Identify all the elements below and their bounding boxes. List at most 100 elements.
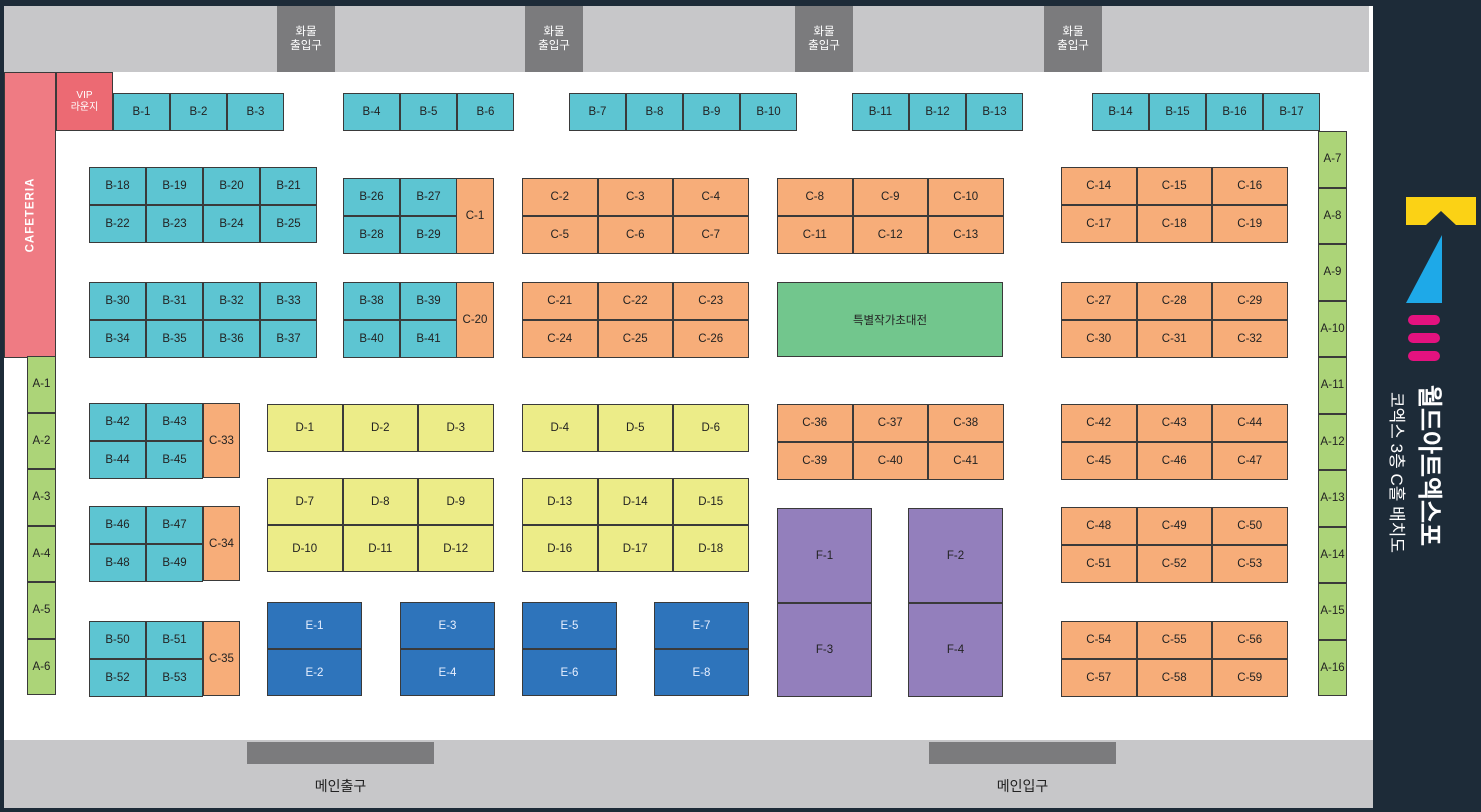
booth-c-39[interactable]: C-39 xyxy=(777,442,853,480)
booth-b-27[interactable]: B-27 xyxy=(400,178,457,216)
special-exhibition[interactable]: 특별작가초대전 xyxy=(777,282,1003,357)
booth-a-3[interactable]: A-3 xyxy=(27,469,56,526)
booth-c-7[interactable]: C-7 xyxy=(673,216,749,254)
booth-e-1[interactable]: E-1 xyxy=(267,602,362,649)
booth-c-25[interactable]: C-25 xyxy=(597,320,673,358)
booth-f-4[interactable]: F-4 xyxy=(908,603,1003,697)
booth-b-44[interactable]: B-44 xyxy=(89,441,146,479)
booth-b-10[interactable]: B-10 xyxy=(740,93,797,131)
booth-c-51[interactable]: C-51 xyxy=(1061,545,1137,583)
booth-d-17[interactable]: D-17 xyxy=(597,525,673,572)
booth-c-43[interactable]: C-43 xyxy=(1136,404,1212,442)
booth-a-2[interactable]: A-2 xyxy=(27,412,56,469)
booth-c-37[interactable]: C-37 xyxy=(852,404,928,442)
booth-b-34[interactable]: B-34 xyxy=(89,320,146,358)
booth-c-55[interactable]: C-55 xyxy=(1136,621,1212,659)
booth-d-11[interactable]: D-11 xyxy=(342,525,418,572)
booth-b-25[interactable]: B-25 xyxy=(260,205,317,243)
booth-c-48[interactable]: C-48 xyxy=(1061,507,1137,545)
booth-c-8[interactable]: C-8 xyxy=(777,178,853,216)
cafeteria[interactable]: CAFETERIA xyxy=(4,72,56,358)
booth-b-14[interactable]: B-14 xyxy=(1092,93,1149,131)
booth-b-12[interactable]: B-12 xyxy=(909,93,966,131)
booth-c-5[interactable]: C-5 xyxy=(522,216,598,254)
booth-c-2[interactable]: C-2 xyxy=(522,178,598,216)
booth-d-4[interactable]: D-4 xyxy=(522,404,598,452)
booth-c-59[interactable]: C-59 xyxy=(1212,659,1288,697)
booth-a-9[interactable]: A-9 xyxy=(1318,244,1347,301)
booth-f-3[interactable]: F-3 xyxy=(777,603,872,697)
booth-c-52[interactable]: C-52 xyxy=(1136,545,1212,583)
booth-b-8[interactable]: B-8 xyxy=(626,93,683,131)
booth-d-2[interactable]: D-2 xyxy=(342,404,418,452)
booth-c-13[interactable]: C-13 xyxy=(928,216,1004,254)
booth-d-18[interactable]: D-18 xyxy=(673,525,749,572)
booth-e-6[interactable]: E-6 xyxy=(522,649,617,696)
booth-c-20[interactable]: C-20 xyxy=(456,282,494,358)
booth-b-23[interactable]: B-23 xyxy=(146,205,203,243)
booth-b-4[interactable]: B-4 xyxy=(343,93,400,131)
booth-c-30[interactable]: C-30 xyxy=(1061,320,1137,358)
booth-c-4[interactable]: C-4 xyxy=(673,178,749,216)
booth-c-50[interactable]: C-50 xyxy=(1212,507,1288,545)
booth-b-46[interactable]: B-46 xyxy=(89,506,146,544)
booth-c-11[interactable]: C-11 xyxy=(777,216,853,254)
booth-b-42[interactable]: B-42 xyxy=(89,403,146,441)
booth-c-21[interactable]: C-21 xyxy=(522,282,598,320)
booth-c-15[interactable]: C-15 xyxy=(1136,167,1212,205)
booth-a-5[interactable]: A-5 xyxy=(27,582,56,639)
booth-c-28[interactable]: C-28 xyxy=(1136,282,1212,320)
booth-b-9[interactable]: B-9 xyxy=(683,93,740,131)
booth-d-13[interactable]: D-13 xyxy=(522,478,598,525)
booth-c-33[interactable]: C-33 xyxy=(203,403,240,478)
booth-b-13[interactable]: B-13 xyxy=(966,93,1023,131)
booth-b-22[interactable]: B-22 xyxy=(89,205,146,243)
booth-b-36[interactable]: B-36 xyxy=(203,320,260,358)
booth-b-43[interactable]: B-43 xyxy=(146,403,203,441)
booth-b-53[interactable]: B-53 xyxy=(146,659,203,697)
booth-e-4[interactable]: E-4 xyxy=(400,649,495,696)
booth-c-9[interactable]: C-9 xyxy=(852,178,928,216)
booth-a-10[interactable]: A-10 xyxy=(1318,300,1347,357)
booth-c-31[interactable]: C-31 xyxy=(1136,320,1212,358)
booth-b-37[interactable]: B-37 xyxy=(260,320,317,358)
booth-c-29[interactable]: C-29 xyxy=(1212,282,1288,320)
booth-c-38[interactable]: C-38 xyxy=(928,404,1004,442)
booth-a-12[interactable]: A-12 xyxy=(1318,413,1347,470)
booth-c-12[interactable]: C-12 xyxy=(852,216,928,254)
booth-b-2[interactable]: B-2 xyxy=(170,93,227,131)
booth-b-38[interactable]: B-38 xyxy=(343,282,400,320)
booth-a-16[interactable]: A-16 xyxy=(1318,639,1347,696)
booth-c-14[interactable]: C-14 xyxy=(1061,167,1137,205)
booth-e-8[interactable]: E-8 xyxy=(654,649,749,696)
booth-d-5[interactable]: D-5 xyxy=(597,404,673,452)
booth-d-15[interactable]: D-15 xyxy=(673,478,749,525)
booth-d-7[interactable]: D-7 xyxy=(267,478,343,525)
booth-c-58[interactable]: C-58 xyxy=(1136,659,1212,697)
booth-c-10[interactable]: C-10 xyxy=(928,178,1004,216)
booth-c-46[interactable]: C-46 xyxy=(1136,442,1212,480)
booth-b-31[interactable]: B-31 xyxy=(146,282,203,320)
booth-b-24[interactable]: B-24 xyxy=(203,205,260,243)
booth-b-16[interactable]: B-16 xyxy=(1206,93,1263,131)
booth-c-34[interactable]: C-34 xyxy=(203,506,240,581)
booth-d-14[interactable]: D-14 xyxy=(597,478,673,525)
booth-e-2[interactable]: E-2 xyxy=(267,649,362,696)
booth-c-54[interactable]: C-54 xyxy=(1061,621,1137,659)
booth-c-27[interactable]: C-27 xyxy=(1061,282,1137,320)
booth-b-28[interactable]: B-28 xyxy=(343,216,400,254)
booth-a-13[interactable]: A-13 xyxy=(1318,470,1347,527)
booth-c-35[interactable]: C-35 xyxy=(203,621,240,696)
booth-a-7[interactable]: A-7 xyxy=(1318,131,1347,188)
booth-c-40[interactable]: C-40 xyxy=(852,442,928,480)
booth-b-18[interactable]: B-18 xyxy=(89,167,146,205)
booth-b-21[interactable]: B-21 xyxy=(260,167,317,205)
booth-c-53[interactable]: C-53 xyxy=(1212,545,1288,583)
booth-b-47[interactable]: B-47 xyxy=(146,506,203,544)
booth-c-1[interactable]: C-1 xyxy=(456,178,494,254)
booth-c-3[interactable]: C-3 xyxy=(597,178,673,216)
booth-d-3[interactable]: D-3 xyxy=(418,404,494,452)
booth-a-11[interactable]: A-11 xyxy=(1318,357,1347,414)
booth-c-47[interactable]: C-47 xyxy=(1212,442,1288,480)
booth-b-15[interactable]: B-15 xyxy=(1149,93,1206,131)
